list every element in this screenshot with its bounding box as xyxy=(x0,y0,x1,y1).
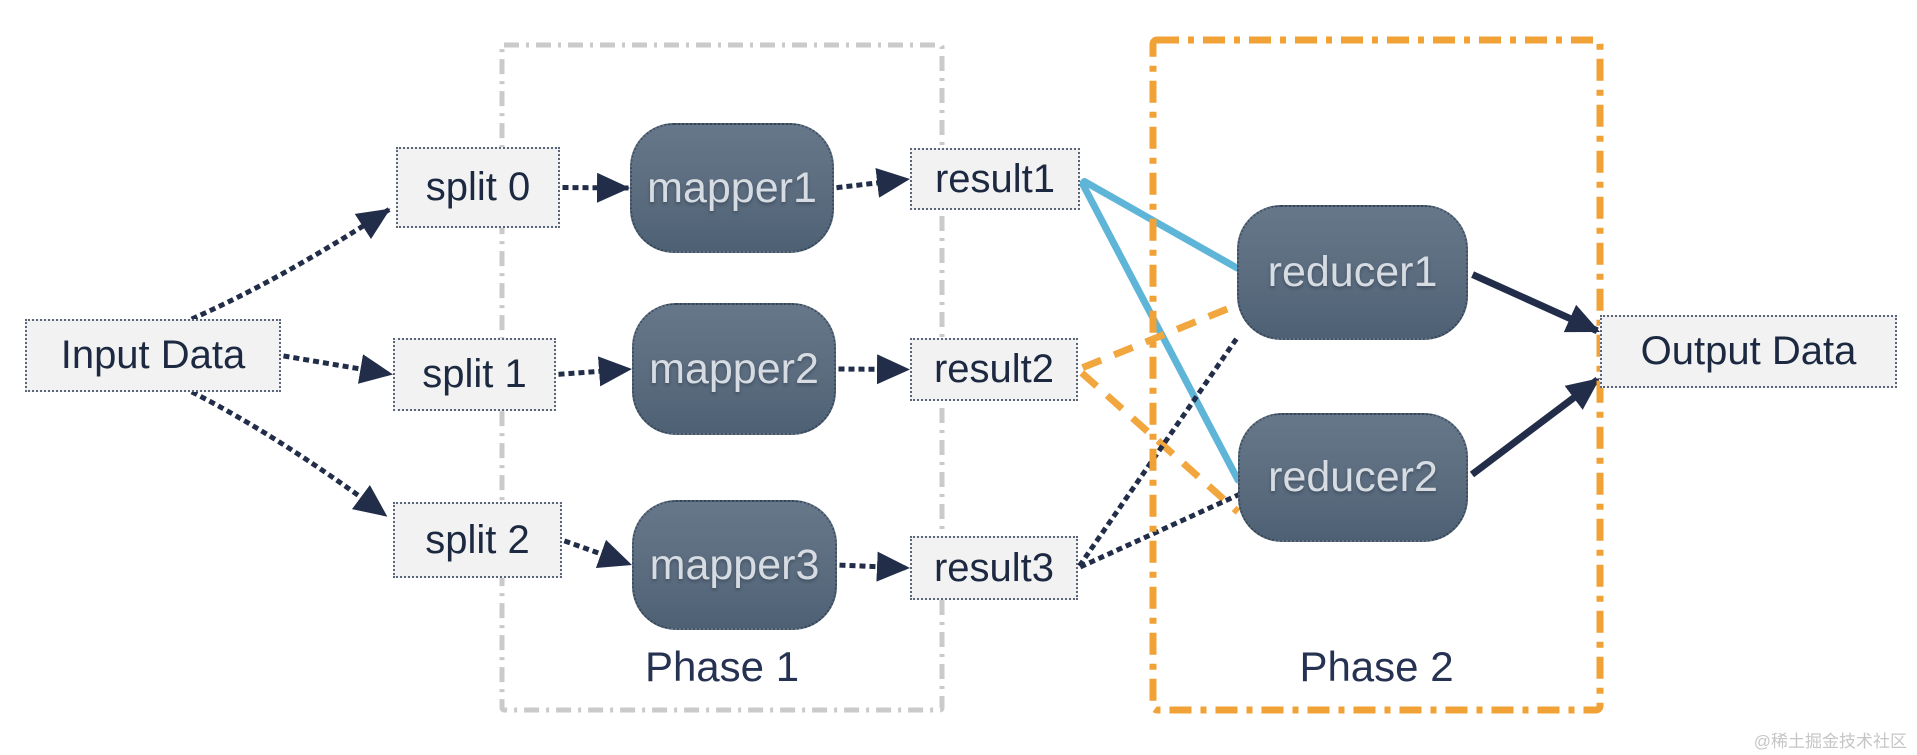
node-input-data-label: Input Data xyxy=(60,333,246,377)
edge-split1-mapper2 xyxy=(558,356,633,387)
node-split-2: split 2 xyxy=(393,502,562,578)
node-split-0-label: split 0 xyxy=(425,165,531,209)
node-result-1-label: result1 xyxy=(934,156,1056,201)
edge-result1-reducer2 xyxy=(1078,179,1242,484)
node-mapper-2: mapper2 xyxy=(632,303,836,435)
node-input-data: Input Data xyxy=(25,319,281,392)
node-split-2-label: split 2 xyxy=(425,517,530,562)
phase2-boundary xyxy=(1149,36,1604,714)
node-mapper-1-label: mapper1 xyxy=(647,163,817,212)
edge-reducer1-output xyxy=(1471,271,1601,334)
node-output-data-label: Output Data xyxy=(1640,329,1857,373)
edge-input-split2 xyxy=(190,389,389,519)
edge-result3-reducer2 xyxy=(1079,491,1242,570)
edge-split2-mapper3 xyxy=(563,538,633,569)
node-mapper-1: mapper1 xyxy=(630,123,834,253)
node-reducer-1-label: reducer1 xyxy=(1267,248,1438,296)
node-reducer-1: reducer1 xyxy=(1237,205,1468,340)
edge-mapper3-result3 xyxy=(839,551,911,582)
phase-1-label: Phase 1 xyxy=(644,643,800,690)
edge-input-split0 xyxy=(190,206,392,322)
node-output-data: Output Data xyxy=(1600,315,1897,388)
node-result-2-label: result2 xyxy=(933,347,1055,391)
edge-result2-reducer2 xyxy=(1079,370,1241,515)
node-reducer-2: reducer2 xyxy=(1238,413,1468,542)
node-result-1: result1 xyxy=(910,148,1080,210)
edge-mapper1-result1 xyxy=(836,167,911,198)
edge-input-split1 xyxy=(283,353,393,384)
edge-result2-reducer1 xyxy=(1081,301,1239,371)
node-result-3-label: result3 xyxy=(933,545,1055,590)
node-result-3: result3 xyxy=(910,536,1078,600)
node-split-1-label: split 1 xyxy=(422,352,527,396)
node-result-2: result2 xyxy=(910,338,1078,401)
node-mapper-3: mapper3 xyxy=(632,500,837,630)
edge-result1-reducer1 xyxy=(1080,177,1241,272)
watermark: @稀土掘金技术社区 xyxy=(1753,732,1907,751)
node-split-1: split 1 xyxy=(393,338,556,411)
node-mapper-3-label: mapper3 xyxy=(649,540,820,589)
node-split-0: split 0 xyxy=(396,147,560,228)
node-mapper-2-label: mapper2 xyxy=(649,344,819,393)
edge-reducer2-output xyxy=(1469,377,1600,478)
node-reducer-2-label: reducer2 xyxy=(1268,453,1438,501)
edge-result3-reducer1 xyxy=(1077,334,1241,568)
phase-2-label: Phase 2 xyxy=(1299,643,1454,690)
